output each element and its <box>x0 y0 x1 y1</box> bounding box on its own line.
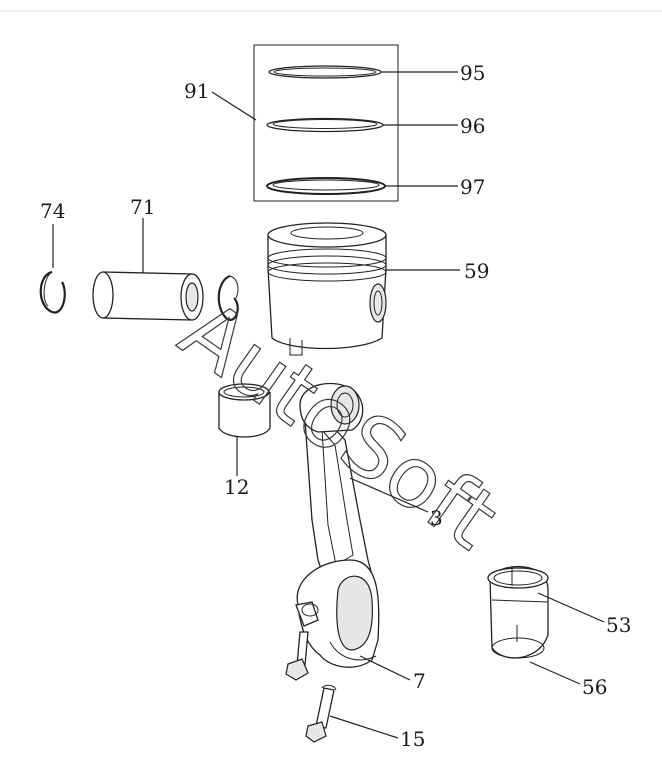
piston-pin <box>92 271 204 321</box>
callout-12: 12 <box>224 475 249 499</box>
small-end-bushing <box>218 383 271 438</box>
connecting-rod-bearing-shells <box>487 566 549 659</box>
callout-56: 56 <box>582 675 607 699</box>
callout-96: 96 <box>460 114 485 138</box>
callout-71: 71 <box>130 195 155 219</box>
piston-ring-set <box>253 44 399 202</box>
callout-labels: 91 95 96 97 74 71 59 12 3 53 7 56 15 <box>40 61 631 751</box>
piston-pin-circlip-left <box>39 270 66 314</box>
callout-7: 7 <box>413 669 426 693</box>
callout-53: 53 <box>606 613 631 637</box>
piston <box>267 222 387 356</box>
oil-control-ring <box>266 177 386 195</box>
callout-59: 59 <box>464 259 489 283</box>
piston-pin-circlip-right <box>217 274 239 321</box>
second-compression-ring <box>266 117 384 133</box>
connecting-rod-bolt <box>285 631 309 681</box>
connecting-rod <box>295 382 380 668</box>
callout-95: 95 <box>460 61 485 85</box>
callout-97: 97 <box>460 175 485 199</box>
leader-lines <box>52 71 605 739</box>
callout-74: 74 <box>40 199 65 223</box>
top-compression-ring <box>268 65 382 79</box>
callout-3: 3 <box>430 506 443 530</box>
ring-set-frame <box>253 44 399 202</box>
callout-15: 15 <box>400 727 425 751</box>
callout-91: 91 <box>184 79 209 103</box>
connecting-rod-cap-bolt <box>305 684 337 743</box>
